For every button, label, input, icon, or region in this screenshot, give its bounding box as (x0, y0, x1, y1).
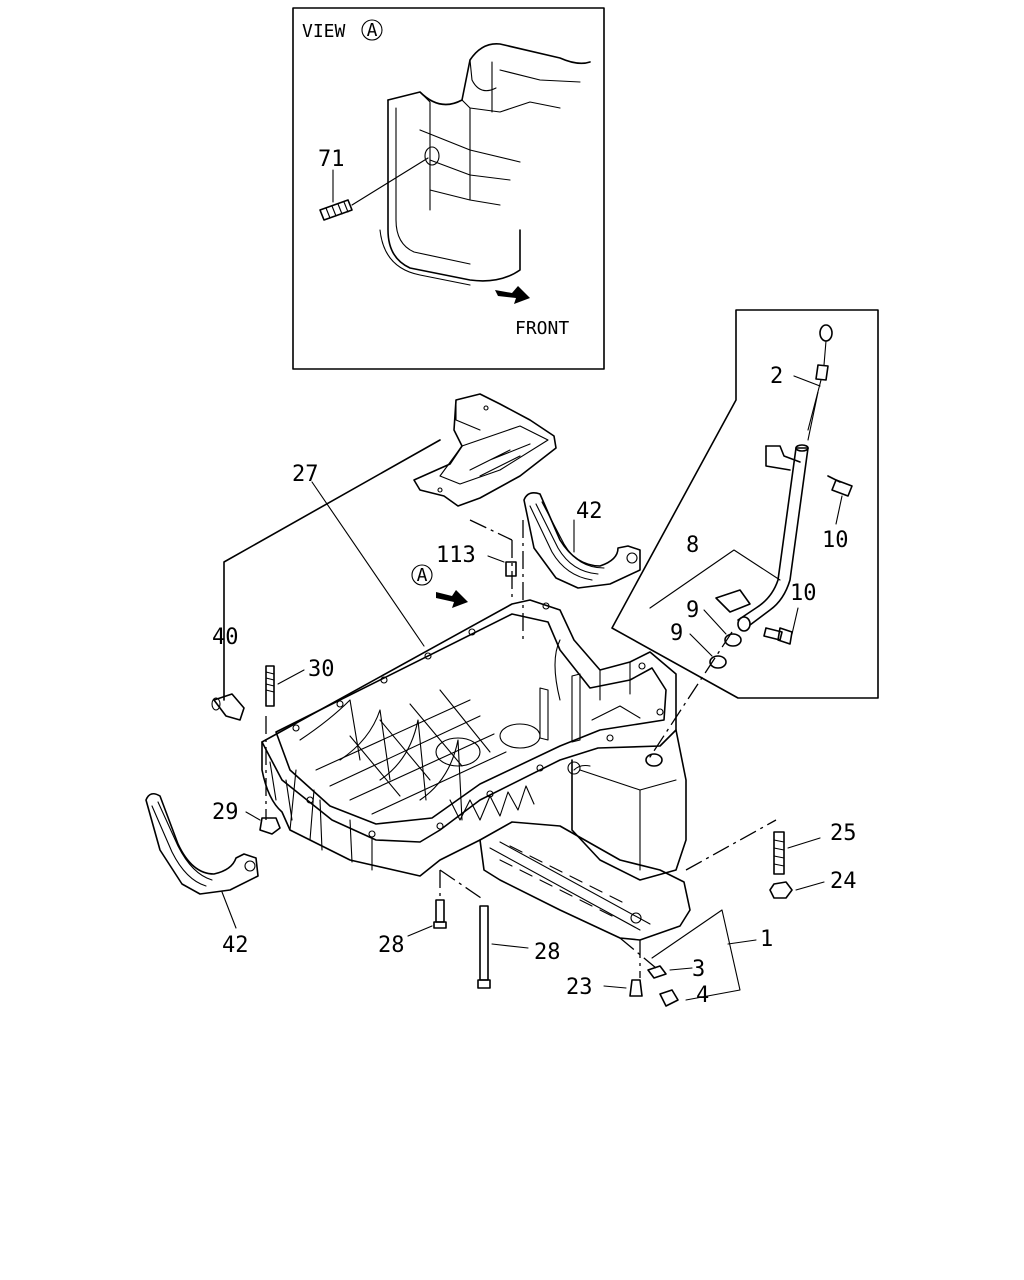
view-a-frame (292, 7, 605, 370)
drain-plug-4-drawing (659, 989, 679, 1007)
dipstick-drawing (807, 324, 833, 441)
internal-ribs (299, 639, 641, 821)
callout-28-right: 28 (534, 940, 561, 965)
stud-71-drawing (319, 157, 429, 221)
bolt-28-short-drawing (407, 899, 447, 937)
direction-arrow-icon (436, 590, 468, 608)
guide-tube-drawing (715, 444, 809, 632)
oil-pan-drawing (261, 599, 691, 941)
o-ring-9-upper (724, 633, 742, 647)
washer-3-drawing (647, 965, 667, 979)
dowel-113-drawing (505, 561, 517, 577)
nut-29-drawing (259, 817, 281, 835)
callout-30: 30 (308, 657, 335, 682)
plug-40-drawing (213, 693, 245, 721)
stud-30-drawing (265, 665, 275, 707)
callout-25: 25 (830, 821, 857, 846)
callout-10-lower: 10 (790, 581, 817, 606)
view-a-marker: A (367, 20, 378, 41)
callout-113: 113 (436, 543, 476, 568)
view-a-inset: VIEW A 71 (292, 7, 605, 370)
callout-40: 40 (212, 625, 239, 650)
bolt-23-drawing (629, 979, 643, 997)
bearing-cap-42-upper-drawing (523, 492, 641, 589)
view-a-circle (361, 19, 383, 41)
callout-4: 4 (696, 983, 709, 1008)
stud-25-drawing (773, 831, 785, 875)
front-arrow-icon (495, 286, 530, 304)
nut-24-drawing (769, 881, 793, 899)
view-a-block-drawing (379, 43, 591, 286)
bolt-28-long-drawing (477, 905, 529, 989)
callout-42-lower: 42 (222, 933, 249, 958)
callout-71: 71 (318, 147, 345, 172)
callout-42-upper: 42 (576, 499, 603, 524)
bolt-10-lower-drawing (763, 607, 799, 645)
callout-9-lower: 9 (670, 621, 683, 646)
dipstick-group (611, 309, 879, 761)
callout-10-upper: 10 (822, 528, 849, 553)
callout-1: 1 (760, 927, 773, 952)
callout-3: 3 (692, 957, 705, 982)
callout-28-left: 28 (378, 933, 405, 958)
callout-8: 8 (686, 533, 699, 558)
view-a-ref-circle (411, 564, 433, 586)
callout-2: 2 (770, 364, 783, 389)
callout-23: 23 (566, 975, 593, 1000)
leader-40-bracket (223, 439, 441, 701)
callout-27: 27 (292, 462, 319, 487)
callout-29: 29 (212, 800, 239, 825)
o-ring-9-lower (709, 655, 727, 669)
bolt-10-upper-drawing (827, 475, 853, 525)
view-a-ref-marker: A (417, 565, 428, 586)
dipstick-group-frame (611, 309, 879, 699)
front-label: FRONT (515, 318, 569, 339)
view-a-title: VIEW (302, 21, 346, 42)
callout-9-upper: 9 (686, 598, 699, 623)
callout-24: 24 (830, 869, 857, 894)
baffle-plate-drawing (413, 393, 557, 507)
bearing-cap-42-lower-drawing (145, 792, 259, 929)
